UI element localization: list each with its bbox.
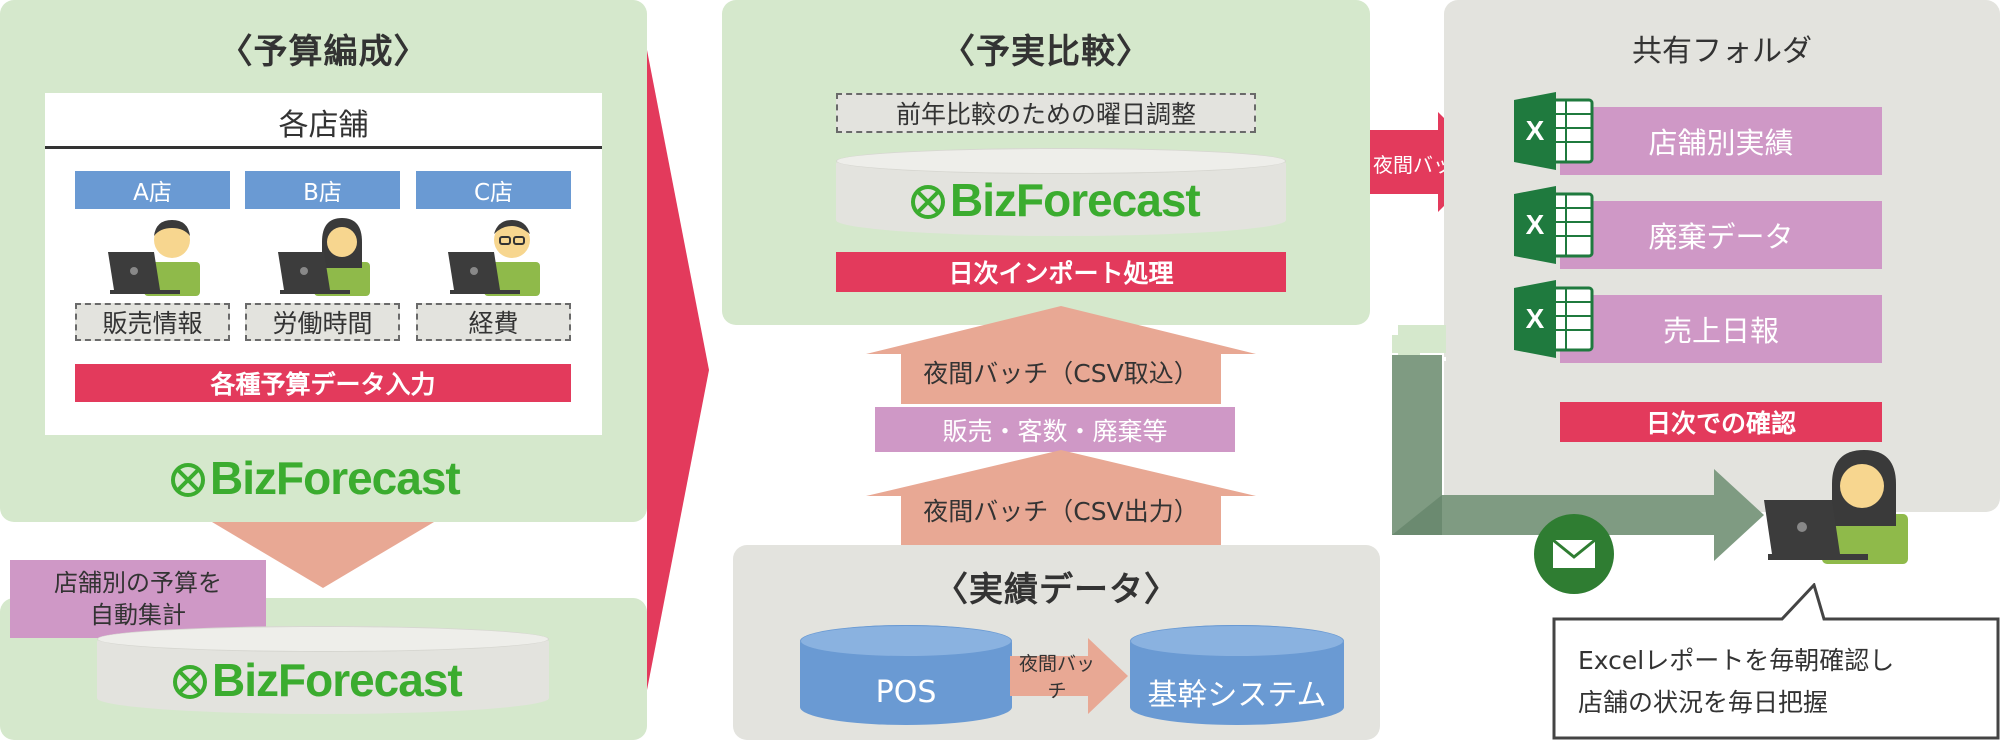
- pos-database-top: [800, 625, 1012, 657]
- daily-confirm-bar: 日次での確認: [1560, 402, 1882, 442]
- excel-icon: X: [1514, 186, 1594, 264]
- svg-text:X: X: [1526, 303, 1545, 334]
- bizforecast-logo-icon: [911, 185, 945, 219]
- aggregate-note-line2: 自動集計: [90, 601, 186, 629]
- stores-header: 各店舗: [278, 108, 369, 143]
- actual-data-title: 〈実績データ〉: [934, 570, 1179, 610]
- speech-line-1: Excelレポートを毎朝確認し: [1578, 646, 1895, 675]
- pos-label: POS: [875, 674, 937, 710]
- bizforecast-logo: BizForecast: [170, 451, 461, 505]
- excel-icon: X: [1514, 280, 1594, 358]
- speech-text: Excelレポートを毎朝確認し 店舗の状況を毎日把握: [1578, 640, 1988, 724]
- sales-data-bar: 販売・客数・廃棄等: [875, 407, 1235, 452]
- bizforecast-logo-text: BizForecast: [212, 654, 463, 706]
- pos-to-core-arrow: [1010, 638, 1128, 714]
- weekday-adjust-box: 前年比較のための曜日調整: [836, 93, 1256, 133]
- aggregate-note: 店舗別の予算を 自動集計: [10, 560, 266, 638]
- core-system-label: 基幹システム: [1147, 678, 1327, 713]
- file-waste-data: 廃棄データ: [1560, 201, 1882, 269]
- store-item-c: 経費: [416, 303, 571, 341]
- comparison-cylinder-top: [836, 148, 1286, 174]
- csv-export-label: 夜間バッチ（CSV出力）: [923, 497, 1199, 526]
- budget-title: 〈予算編成〉: [218, 32, 429, 72]
- person-laptop-icon: [1764, 450, 1908, 564]
- shared-folder-title: 共有フォルダ: [1632, 34, 1812, 69]
- store-item-a: 販売情報: [75, 303, 230, 341]
- store-tab-a: A店: [75, 171, 230, 209]
- core-system-database-top: [1130, 625, 1344, 657]
- report-delivery-arrow: [1392, 325, 1764, 561]
- person-laptop-icon: [108, 220, 200, 296]
- bottom-cylinder-top: [97, 626, 549, 652]
- excel-icon: X: [1514, 92, 1594, 170]
- budget-to-comparison-arrow: [647, 50, 709, 690]
- stores-header-rule: [45, 146, 602, 149]
- file-daily-sales: 売上日報: [1560, 295, 1882, 363]
- bizforecast-logo-text: BizForecast: [210, 452, 461, 504]
- speech-bubble: [1552, 583, 2000, 740]
- mid-batch-label: 夜間バッチ: [1018, 653, 1095, 702]
- bizforecast-logo: BizForecast: [172, 653, 463, 707]
- csv-export-arrow: [866, 450, 1256, 546]
- csv-import-arrow: [866, 306, 1256, 404]
- aggregate-note-line1: 店舗別の予算を: [54, 569, 222, 597]
- comparison-title: 〈予実比較〉: [941, 32, 1151, 72]
- svg-text:X: X: [1526, 209, 1545, 240]
- person-laptop-icon: [448, 220, 540, 296]
- daily-import-bar: 日次インポート処理: [836, 252, 1286, 292]
- mail-icon: [1534, 514, 1614, 594]
- csv-import-label: 夜間バッチ（CSV取込）: [923, 359, 1199, 388]
- store-tab-b: B店: [245, 171, 400, 209]
- bizforecast-logo: BizForecast: [910, 173, 1201, 227]
- svg-text:X: X: [1526, 115, 1545, 146]
- speech-line-2: 店舗の状況を毎日把握: [1578, 688, 1829, 717]
- store-item-b: 労働時間: [245, 303, 400, 341]
- store-tab-c: C店: [416, 171, 571, 209]
- file-store-results: 店舗別実績: [1560, 107, 1882, 175]
- aggregate-arrow: [212, 522, 434, 588]
- bizforecast-logo-icon: [173, 665, 207, 699]
- bizforecast-logo-icon: [171, 463, 205, 497]
- bizforecast-logo-text: BizForecast: [950, 174, 1201, 226]
- budget-input-bar: 各種予算データ入力: [75, 364, 571, 402]
- person-laptop-icon: [278, 218, 370, 296]
